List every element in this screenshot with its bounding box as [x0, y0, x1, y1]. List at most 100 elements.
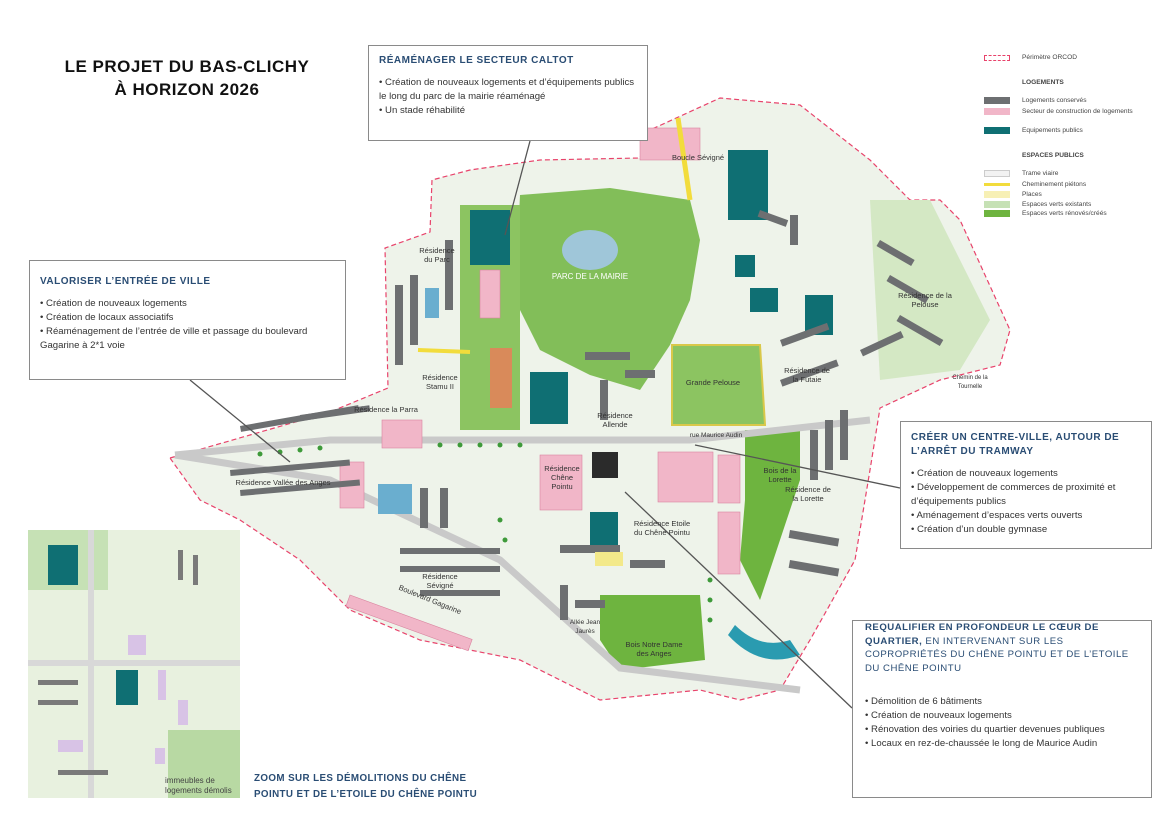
label-allee-jean-jaures: Allée Jean Jaurès [569, 619, 601, 635]
title-line-2: À HORIZON 2026 [114, 80, 260, 99]
park-pond [562, 230, 618, 270]
callout-pointers [189, 140, 901, 709]
legend-row-trame: Trame viaire [984, 170, 1058, 177]
list-item: Rénovation des voiries du quartier deven… [865, 723, 1139, 737]
square-place [595, 552, 623, 566]
label-chemin-tournelle: Chemin de la Tournelle [952, 375, 988, 390]
legend-label: Secteur de construction de logements [1022, 108, 1133, 115]
legend-label: Espaces verts existants [1022, 201, 1092, 208]
label-residence-du-parc: Résidence du Parc [419, 246, 455, 264]
public-facility [728, 150, 768, 220]
kept-buildings [230, 210, 944, 620]
building [445, 240, 453, 310]
construction-sector [345, 594, 473, 652]
page-title: LE PROJET DU BAS-CLICHY À HORIZON 2026 [52, 55, 322, 101]
inset-legend-swatch [155, 748, 165, 764]
callout-centre-list: Création de nouveaux logements Développe… [911, 467, 1141, 537]
bois-notre-dame-area [600, 595, 705, 670]
pedestrian-path [675, 117, 693, 201]
tree [297, 447, 303, 453]
construction-sector [657, 451, 714, 503]
inset-building [178, 550, 183, 580]
legend-label: Trame viaire [1022, 170, 1059, 177]
inset-legend-label: immeubles de logements démolis [165, 776, 232, 795]
legend-swatch-trame [984, 170, 1010, 177]
sports-field [425, 288, 439, 318]
callout-coeur-heading: REQUALIFIER EN PROFONDEUR LE CŒUR DE QUA… [865, 621, 1139, 675]
pointer-coeur [624, 491, 853, 709]
building [560, 585, 568, 620]
callout-coeur-list: Démolition de 6 bâtiments Création de no… [865, 695, 1139, 751]
building [757, 210, 789, 227]
tree [707, 617, 713, 623]
building [788, 530, 840, 547]
callout-caltot-list: Création de nouveaux logements et d’équi… [379, 76, 637, 118]
callout-coeur-heading-bold: REQUALIFIER EN PROFONDEUR LE CŒUR DE QUA… [865, 622, 1099, 647]
tree [257, 451, 263, 457]
tennis-court [490, 348, 512, 408]
callout-centre: CRÉER UN CENTRE-VILLE, AUTOUR DE L’ARRÊT… [900, 421, 1152, 549]
building [410, 275, 418, 345]
building [788, 559, 840, 577]
title-line-1: LE PROJET DU BAS-CLICHY [64, 57, 310, 76]
building [896, 315, 944, 347]
tree [517, 442, 523, 448]
building [560, 545, 620, 553]
inset-building [58, 770, 108, 775]
pointer-caltot [504, 140, 531, 236]
label-residence-parra: Résidence la Parra [354, 405, 418, 414]
tree [477, 442, 483, 448]
label-grande-pelouse: Grande Pelouse [685, 378, 741, 387]
list-item: Réaménagement de l’entrée de ville et pa… [40, 325, 335, 353]
label-residence-vallee: Résidence Vallée des Anges [235, 478, 331, 487]
callout-centre-heading: CRÉER UN CENTRE-VILLE, AUTOUR DE L’ARRÊT… [911, 432, 1120, 457]
building [886, 275, 929, 304]
legend-label: Périmètre ORCOD [1022, 54, 1077, 61]
legend-row-conserves: Logements conservés [984, 97, 1087, 104]
callout-coeur-heading-normal: EN INTERVENANT SUR LES COPROPRIÉTÉS DU C… [865, 635, 1129, 674]
legend-row-cheminement: Cheminement piétons [984, 181, 1086, 188]
tree [497, 517, 503, 523]
construction-sectors [339, 127, 741, 652]
legend-label: Equipements publics [1022, 127, 1083, 134]
tree [437, 442, 443, 448]
building [780, 322, 830, 347]
label-bois-lorette: Bois de la Lorette [763, 466, 797, 484]
label-residence-stamu: Résidence Stamu II [422, 373, 458, 391]
inset-building [193, 555, 198, 585]
building [420, 488, 428, 528]
callout-caltot: RÉAMÉNAGER LE SECTEUR CALTOT Création de… [368, 45, 648, 141]
inset-demolished [158, 670, 166, 700]
callout-entree-list: Création de nouveaux logements Création … [40, 297, 335, 353]
callout-entree: VALORISER L’ENTRÉE DE VILLE Création de … [29, 260, 346, 380]
inset-facility [48, 545, 78, 585]
building [395, 285, 403, 365]
list-item: Locaux en rez-de-chaussée le long de Mau… [865, 737, 1139, 751]
public-facility [750, 288, 778, 312]
tree [707, 597, 713, 603]
building [575, 600, 605, 608]
legend-label: Espaces verts rénovés/créés [1022, 210, 1107, 217]
label-residence-futaie: Résidence de la Futaie [784, 366, 830, 384]
list-item: Création de nouveaux logements [911, 467, 1141, 481]
legend-swatch-equipements [984, 127, 1010, 134]
building [440, 488, 448, 528]
sports-field [378, 484, 412, 514]
inset-road [28, 660, 240, 666]
legend-swatch-perimetre [984, 54, 1010, 61]
list-item: Aménagement d’espaces verts ouverts [911, 509, 1141, 523]
building [585, 352, 630, 360]
orcod-perimeter [169, 97, 1011, 701]
building [600, 380, 608, 420]
list-item: Création de nouveaux logements et d’équi… [379, 76, 637, 104]
inset-zoom-map [28, 530, 240, 798]
inset-facility [116, 670, 138, 705]
construction-sector [381, 419, 423, 449]
legend-heading-espaces: ESPACES PUBLICS [1022, 152, 1084, 159]
pointer-centre [694, 444, 901, 489]
construction-sector [717, 511, 741, 575]
list-item: Développement de commerces de proximité … [911, 481, 1141, 509]
construction-sector [717, 454, 741, 504]
list-item: Création de nouveaux logements [865, 709, 1139, 723]
